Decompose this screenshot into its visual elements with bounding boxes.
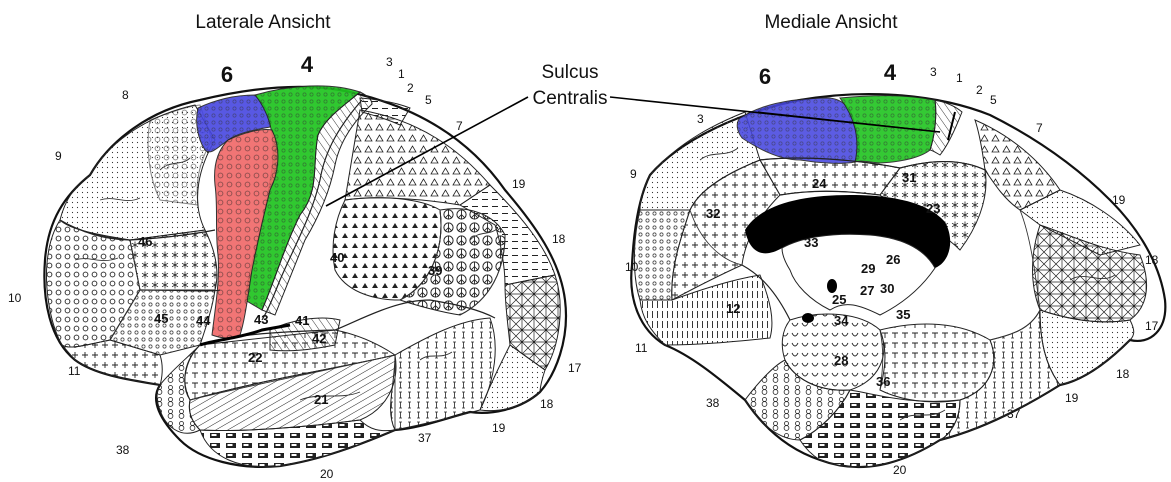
lateral-label-17: 17 <box>568 361 582 375</box>
medial-label-7: 7 <box>1036 121 1043 135</box>
lateral-label-18b: 18 <box>540 397 554 411</box>
lateral-label-10: 10 <box>8 291 22 305</box>
medial-label-11: 11 <box>635 341 648 355</box>
medial-label-37: 37 <box>1007 407 1021 421</box>
lateral-label-20: 20 <box>320 467 334 481</box>
medial-label-38: 38 <box>706 396 720 410</box>
lateral-label-3: 3 <box>386 55 393 69</box>
medial-label-31: 31 <box>902 170 916 185</box>
medial-label-34: 34 <box>834 313 849 328</box>
lateral-label-4: 4 <box>301 52 314 77</box>
lateral-label-1: 1 <box>398 67 405 81</box>
medial-label-19b: 19 <box>1065 391 1079 405</box>
medial-label-27: 27 <box>860 283 874 298</box>
lateral-label-42: 42 <box>312 331 326 346</box>
lateral-label-2: 2 <box>407 81 414 95</box>
lateral-label-5: 5 <box>425 93 432 107</box>
lateral-label-11: 11 <box>68 364 81 378</box>
medial-label-35: 35 <box>896 307 910 322</box>
sulcus-label-line1: Sulcus <box>541 62 598 83</box>
lateral-label-8: 8 <box>122 88 129 102</box>
medial-label-36: 36 <box>876 374 890 389</box>
medial-label-6: 6 <box>759 64 771 89</box>
lateral-label-46: 46 <box>138 234 152 249</box>
lateral-label-19b: 19 <box>492 421 506 435</box>
medial-label-10: 10 <box>625 260 639 274</box>
medial-label-9: 9 <box>630 167 637 181</box>
lateral-brain <box>44 86 566 467</box>
lateral-label-22: 22 <box>248 350 262 365</box>
medial-label-24: 24 <box>812 176 827 191</box>
medial-label-3: 3 <box>930 65 937 79</box>
medial-brain <box>631 94 1165 467</box>
lateral-label-9: 9 <box>55 149 62 163</box>
medial-view-title: Mediale Ansicht <box>764 12 898 33</box>
medial-label-30: 30 <box>880 281 894 296</box>
medial-label-29: 29 <box>861 261 875 276</box>
medial-label-17: 17 <box>1145 319 1159 333</box>
lateral-label-18: 18 <box>552 232 566 246</box>
medial-label-12: 12 <box>726 301 740 316</box>
medial-label-25: 25 <box>832 292 846 307</box>
medial-label-1: 1 <box>956 71 963 85</box>
lateral-label-19: 19 <box>512 177 526 191</box>
medial-label-32: 32 <box>706 206 720 221</box>
lateral-label-41: 41 <box>295 313 309 328</box>
medial-label-23: 23 <box>926 201 940 216</box>
medial-label-20: 20 <box>893 463 907 477</box>
medial-label-19: 19 <box>1112 193 1126 207</box>
medial-label-26: 26 <box>886 252 900 267</box>
medial-label-33: 33 <box>804 235 818 250</box>
sulcus-label-line2: Centralis <box>533 88 608 109</box>
medial-label-28: 28 <box>834 353 848 368</box>
lateral-label-7: 7 <box>456 119 463 133</box>
medial-label-4: 4 <box>884 60 897 85</box>
medial-label-3b: 3 <box>697 112 704 126</box>
lateral-label-39: 39 <box>428 263 442 278</box>
medial-area-36-35 <box>880 324 994 402</box>
lateral-label-6: 6 <box>221 62 233 87</box>
medial-label-5: 5 <box>990 93 997 107</box>
medial-label-18b: 18 <box>1116 367 1130 381</box>
lateral-label-44: 44 <box>196 313 211 328</box>
lateral-label-37: 37 <box>418 431 432 445</box>
medial-label-18: 18 <box>1145 253 1159 267</box>
lateral-label-45: 45 <box>154 311 168 326</box>
medial-label-2: 2 <box>976 83 983 97</box>
lateral-label-38: 38 <box>116 443 130 457</box>
lateral-label-43: 43 <box>254 312 268 327</box>
lateral-label-21: 21 <box>314 392 328 407</box>
lateral-label-40: 40 <box>330 250 344 265</box>
lateral-view-title: Laterale Ansicht <box>195 12 331 33</box>
